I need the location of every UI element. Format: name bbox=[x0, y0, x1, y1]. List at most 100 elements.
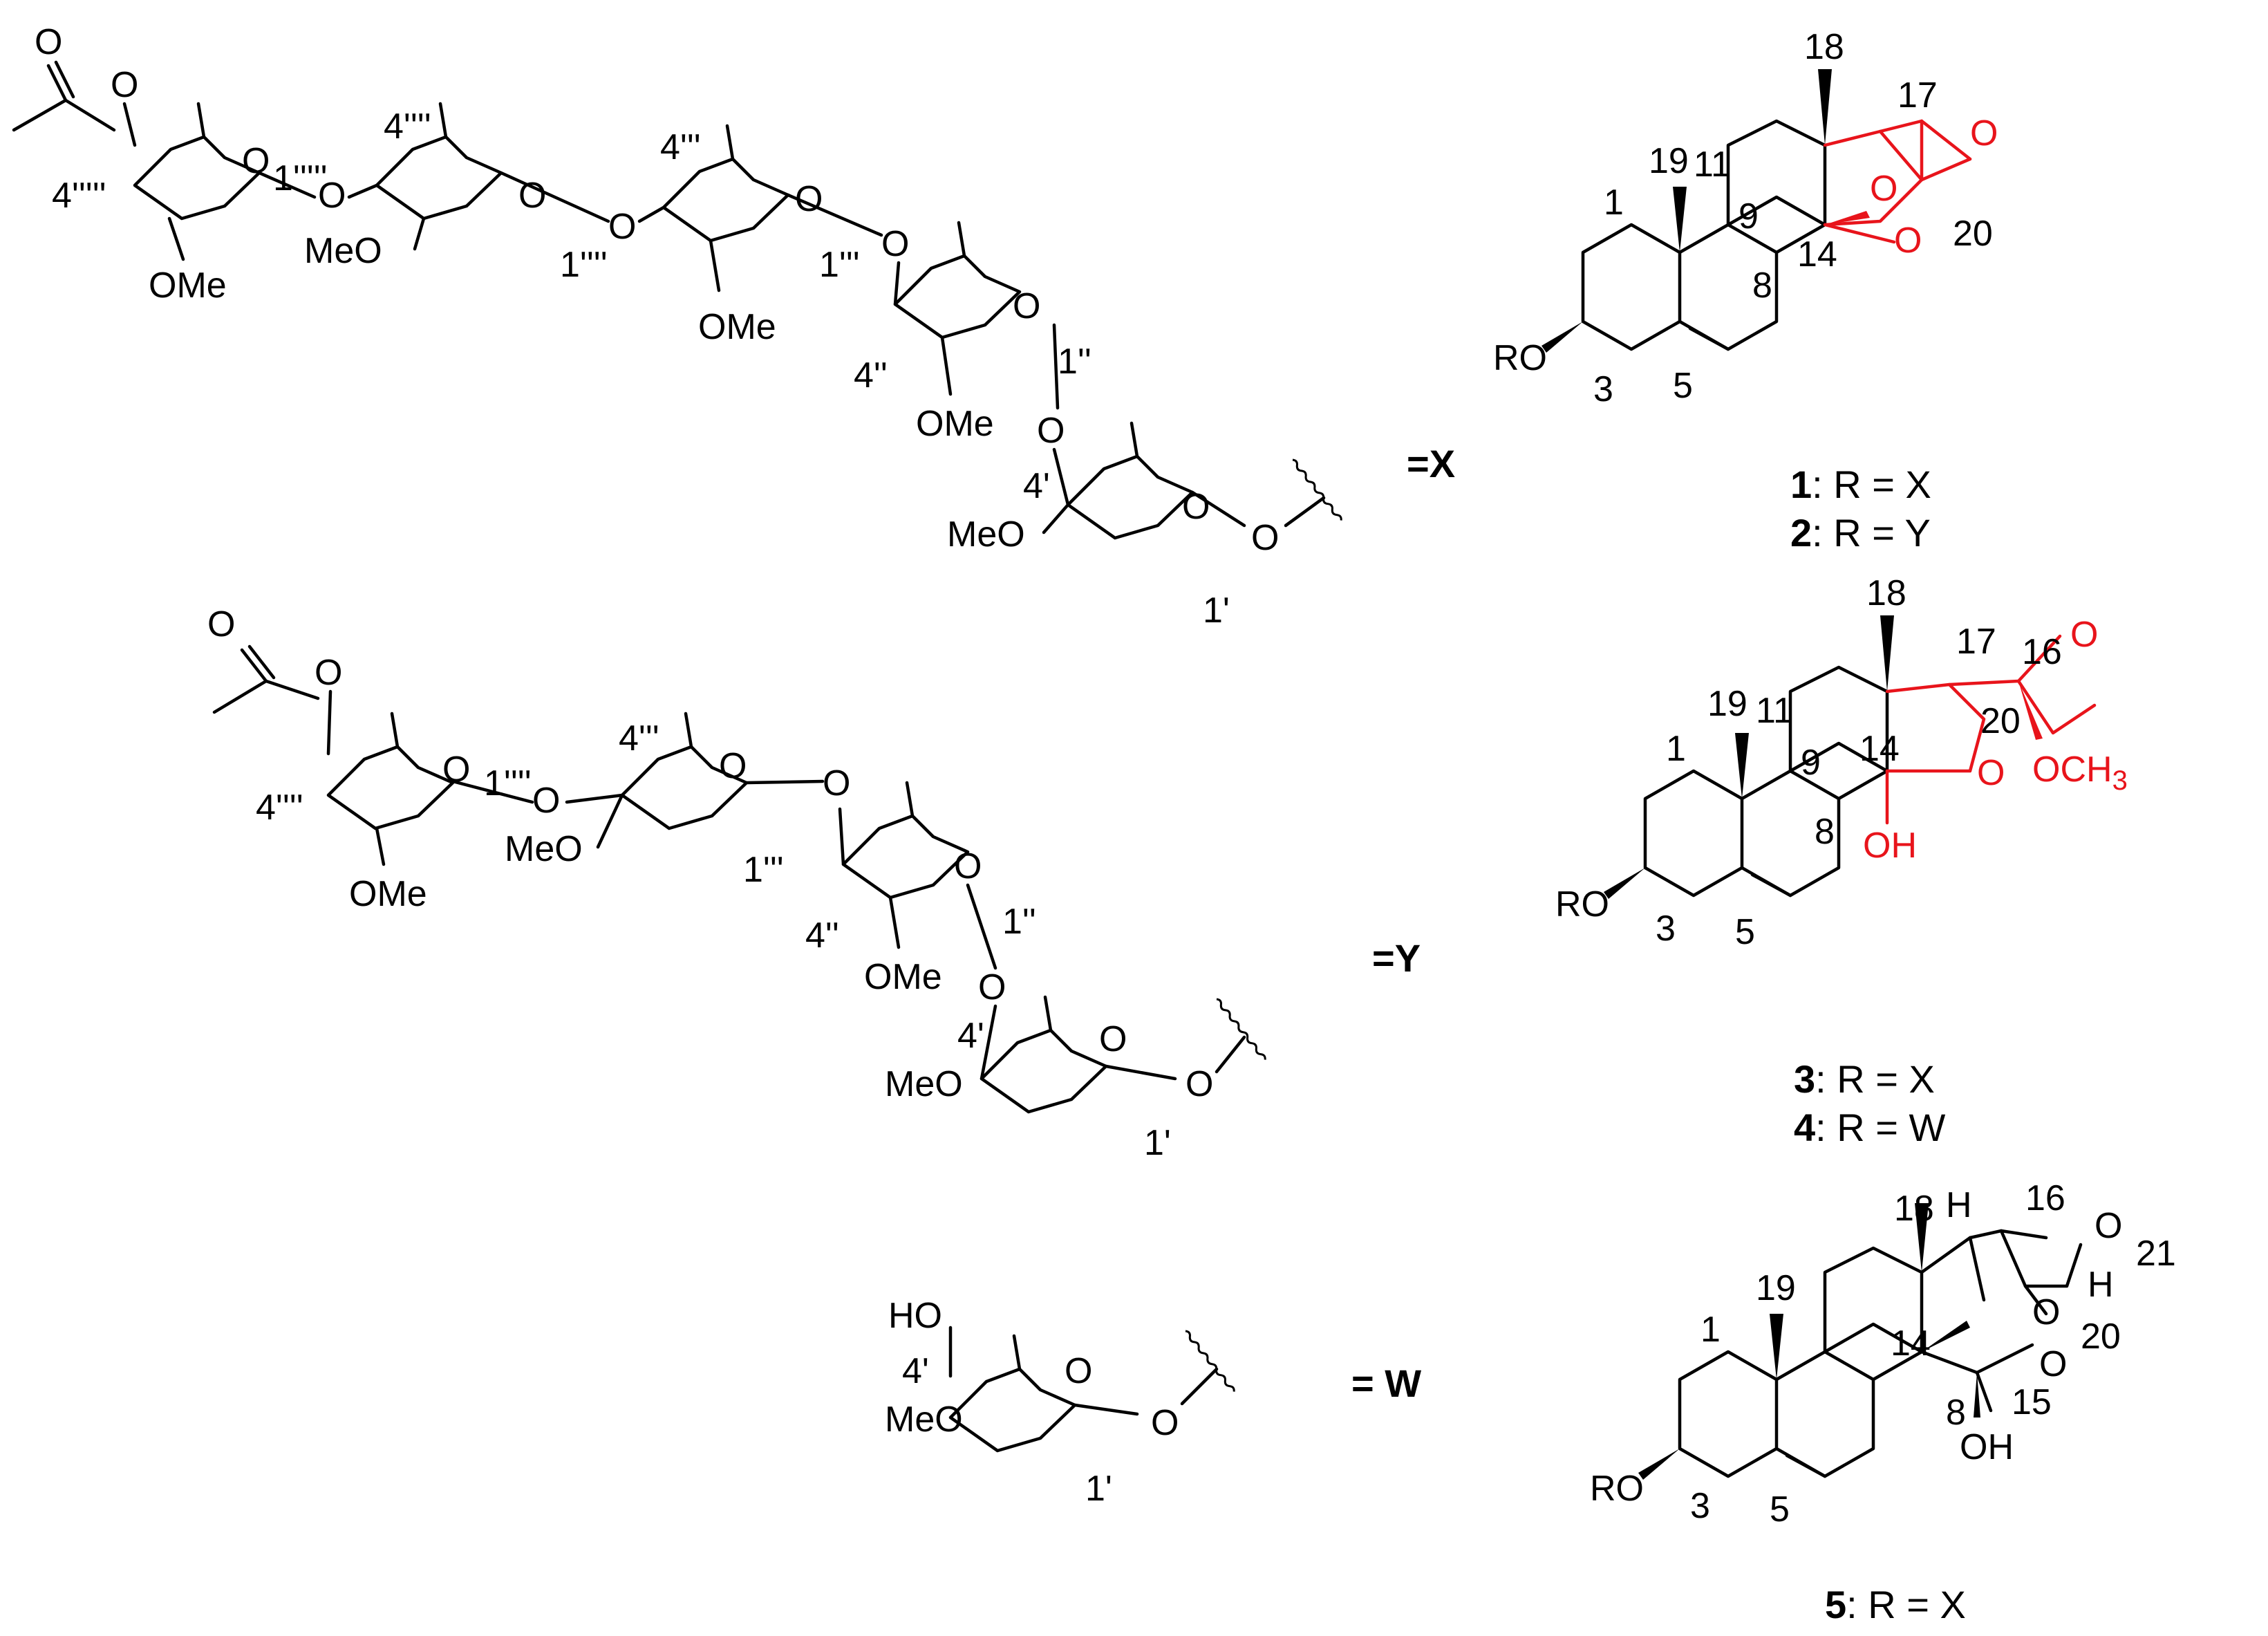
ome-2-y: OMe bbox=[864, 957, 942, 997]
meo-3-y: MeO bbox=[505, 829, 583, 869]
och3-middle: OCH3 bbox=[2032, 750, 2128, 796]
o-middle-1: O bbox=[2070, 615, 2098, 655]
mid-n11: 11 bbox=[1756, 691, 1793, 731]
label-y: =Y bbox=[1372, 936, 1421, 980]
pos-1-2-y: 1'' bbox=[1002, 902, 1036, 942]
mid-n8: 8 bbox=[1815, 812, 1835, 852]
pos-1-3-y: 1''' bbox=[743, 850, 784, 890]
pos-1-1-w: 1' bbox=[1085, 1469, 1112, 1509]
meo-1-y: MeO bbox=[885, 1064, 963, 1104]
bot-n8: 8 bbox=[1946, 1393, 1966, 1433]
o-top-1: O bbox=[1970, 113, 1998, 154]
ring-o-sugar3-y: O bbox=[719, 746, 747, 786]
anomeric-o-w: O bbox=[1151, 1403, 1179, 1443]
o-bottom-1: O bbox=[2094, 1206, 2122, 1246]
pos-1-1-y: 1' bbox=[1144, 1123, 1171, 1163]
h-bottom-2: H bbox=[2088, 1265, 2114, 1305]
top-n17: 17 bbox=[1897, 75, 1938, 115]
mid-n19: 19 bbox=[1707, 684, 1747, 724]
link-o-2-1-x: O bbox=[1037, 411, 1065, 451]
top-n14: 14 bbox=[1797, 234, 1837, 275]
mid-n17: 17 bbox=[1956, 622, 1996, 662]
top-n18: 18 bbox=[1804, 27, 1844, 67]
bot-n20: 20 bbox=[2081, 1317, 2121, 1357]
bot-n16: 16 bbox=[2025, 1178, 2065, 1218]
bot-n14: 14 bbox=[1891, 1323, 1931, 1364]
pos-1-4-x: 1'''' bbox=[560, 245, 608, 285]
mid-n1: 1 bbox=[1666, 729, 1686, 769]
h-bottom-1: H bbox=[1946, 1185, 1972, 1225]
link-o-3-2-y: O bbox=[823, 763, 850, 803]
link-o-5-4-x: O bbox=[318, 176, 346, 216]
pos-1-3-x: 1''' bbox=[819, 245, 860, 285]
ring-o-sugar2-y: O bbox=[954, 846, 982, 886]
ho-w: HO bbox=[888, 1296, 942, 1336]
compound-2-label: 2: R = Y bbox=[1790, 511, 1931, 555]
bot-n19: 19 bbox=[1756, 1268, 1796, 1308]
oh-bottom: OH bbox=[1960, 1427, 2014, 1467]
ring-o-w: O bbox=[1065, 1351, 1092, 1391]
anomeric-o-y: O bbox=[1185, 1064, 1213, 1104]
mid-n20: 20 bbox=[1980, 701, 2021, 741]
acetyl-ester-o-y: O bbox=[315, 653, 342, 693]
label-w: = W bbox=[1351, 1361, 1421, 1405]
meo-1-x: MeO bbox=[947, 514, 1025, 555]
bot-n1: 1 bbox=[1700, 1310, 1721, 1350]
mid-n18: 18 bbox=[1866, 573, 1906, 613]
aglycone-middle: RO O O OCH3 OH 1 3 5 8 9 11 14 16 17 18 … bbox=[1555, 573, 2128, 1149]
link-o-2-1-y: O bbox=[978, 967, 1006, 1007]
pos-4-5-x: 4''''' bbox=[52, 176, 106, 216]
o-top-3: O bbox=[1894, 221, 1922, 261]
top-n5: 5 bbox=[1673, 366, 1693, 406]
top-n9: 9 bbox=[1739, 196, 1759, 236]
link-o-4-3-y: O bbox=[532, 781, 560, 821]
acetyl-carbonyl-o-y: O bbox=[207, 604, 235, 644]
o-top-2: O bbox=[1870, 169, 1897, 209]
bot-n21: 21 bbox=[2136, 1234, 2176, 1274]
bot-n3: 3 bbox=[1690, 1486, 1710, 1526]
top-n3: 3 bbox=[1593, 369, 1613, 409]
top-n8: 8 bbox=[1752, 266, 1772, 306]
ring-o-sugar1-y: O bbox=[1099, 1019, 1127, 1059]
pos-1-2-x: 1'' bbox=[1058, 342, 1091, 382]
top-n1: 1 bbox=[1604, 183, 1624, 223]
oh-middle: OH bbox=[1863, 826, 1917, 866]
pos-4-4-y: 4'''' bbox=[256, 788, 303, 828]
ome-2-x: OMe bbox=[916, 404, 994, 444]
mid-n16: 16 bbox=[2022, 632, 2062, 672]
ring-o-sugar2-x: O bbox=[1013, 286, 1040, 326]
pos-4-2-y: 4'' bbox=[805, 915, 839, 956]
ome-4-y: OMe bbox=[349, 874, 427, 914]
top-n20: 20 bbox=[1953, 214, 1993, 254]
o-middle-2: O bbox=[1977, 753, 2005, 793]
ro-middle: RO bbox=[1555, 884, 1609, 924]
label-x: =X bbox=[1407, 442, 1455, 485]
ro-bottom: RO bbox=[1590, 1469, 1644, 1509]
substituent-w: HO 4' O MeO 1' O = W bbox=[885, 1296, 1421, 1509]
meo-w: MeO bbox=[885, 1400, 963, 1440]
compound-1-label: 1: R = X bbox=[1790, 463, 1931, 506]
bot-n18: 18 bbox=[1894, 1189, 1934, 1229]
o-bottom-2: O bbox=[2032, 1292, 2060, 1332]
mid-n14: 14 bbox=[1859, 729, 1900, 769]
pos-4-3-x: 4''' bbox=[660, 127, 701, 167]
bot-n15: 15 bbox=[2012, 1382, 2052, 1422]
link-o-3-2-x: O bbox=[881, 224, 909, 264]
pos-4-1-y: 4' bbox=[957, 1016, 984, 1056]
ome-5-x: OMe bbox=[149, 266, 227, 306]
top-n11: 11 bbox=[1694, 145, 1731, 185]
aglycone-bottom: RO O O O OH H H 1 3 5 8 14 15 16 18 19 2… bbox=[1590, 1178, 2176, 1626]
mid-n3: 3 bbox=[1656, 909, 1676, 949]
pos-1-1-x: 1' bbox=[1203, 591, 1230, 631]
anomeric-o-x: O bbox=[1251, 518, 1279, 558]
pos-4-3-y: 4''' bbox=[619, 718, 659, 759]
acetyl-ester-o-x: O bbox=[111, 65, 138, 105]
pos-1-4-y: 1'''' bbox=[484, 763, 532, 803]
compound-3-label: 3: R = X bbox=[1794, 1057, 1935, 1101]
pos-4-1-x: 4' bbox=[1023, 466, 1050, 506]
ome-3-x: OMe bbox=[698, 307, 776, 347]
substituent-x: O O O 4''''' 1''''' OMe O 4'''' O MeO 1'… bbox=[12, 22, 1455, 631]
link-o-4-3-x: O bbox=[608, 207, 636, 247]
meo-4-x: MeO bbox=[304, 231, 382, 271]
